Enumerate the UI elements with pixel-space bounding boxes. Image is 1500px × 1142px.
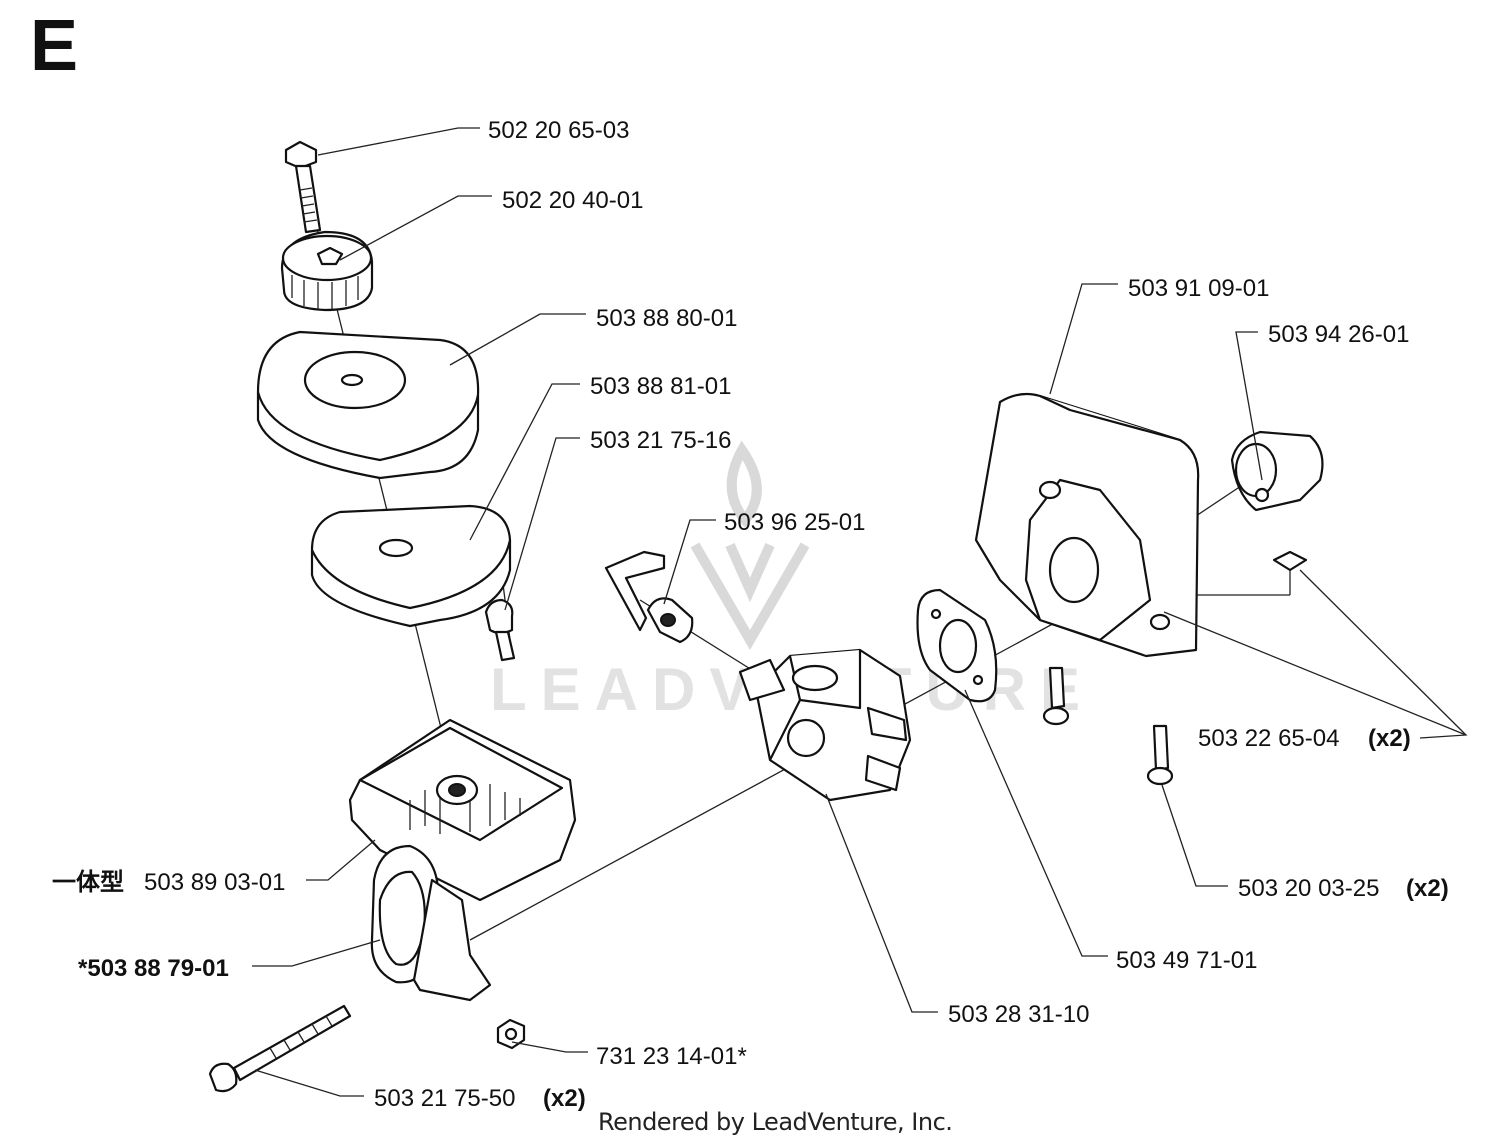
- label-choke-lever: 503 96 25-01: [724, 509, 865, 536]
- label-carburetor: 503 28 31-10: [948, 1001, 1089, 1028]
- label-long-bolt-qty: (x2): [543, 1085, 586, 1112]
- bolt-right-1: [1042, 666, 1070, 726]
- label-sleeve: 503 94 26-01: [1268, 321, 1409, 348]
- label-screw-top: 502 20 65-03: [488, 117, 629, 144]
- label-filter-housing-prefix: 一体型: [52, 869, 124, 896]
- gasket: [916, 588, 998, 703]
- label-filter-housing: 503 89 03-01: [144, 869, 285, 896]
- label-nut-square: 503 22 65-04: [1198, 725, 1339, 752]
- label-intake-cover: 503 91 09-01: [1128, 275, 1269, 302]
- knob: [280, 230, 374, 312]
- long-bolt: [208, 1004, 352, 1093]
- bolt-right-2: [1146, 724, 1174, 786]
- label-nut-square-qty: (x2): [1368, 725, 1411, 752]
- label-nut: 731 23 14-01*: [596, 1043, 747, 1070]
- carburetor: [738, 648, 912, 802]
- label-bolt-right-qty: (x2): [1406, 875, 1449, 902]
- intake-cover: [974, 392, 1200, 658]
- page-letter: E: [30, 6, 79, 86]
- bolt-top: [284, 140, 322, 234]
- callout-labels: 502 20 65-03 502 20 40-01 503 88 80-01 5…: [52, 117, 1449, 1112]
- label-long-bolt: 503 21 75-50: [374, 1085, 515, 1112]
- small-screw: [484, 598, 516, 662]
- leader-lines: [252, 127, 1468, 1097]
- square-nut: [1272, 550, 1308, 572]
- label-bolt-right: 503 20 03-25: [1238, 875, 1379, 902]
- label-filter-element: 503 88 81-01: [590, 373, 731, 400]
- filter-cover: [256, 330, 480, 480]
- label-gasket: 503 49 71-01: [1116, 947, 1257, 974]
- sleeve: [1230, 430, 1324, 512]
- label-grommet: *503 88 79-01: [78, 955, 229, 982]
- choke-lever: [604, 550, 694, 644]
- label-screw-small: 503 21 75-16: [590, 427, 731, 454]
- footer-credit: Rendered by LeadVenture, Inc.: [598, 1108, 953, 1136]
- label-knob: 502 20 40-01: [502, 187, 643, 214]
- filter-element: [310, 504, 512, 628]
- label-filter-cover: 503 88 80-01: [596, 305, 737, 332]
- grommet: [370, 844, 492, 1002]
- nut: [496, 1018, 526, 1050]
